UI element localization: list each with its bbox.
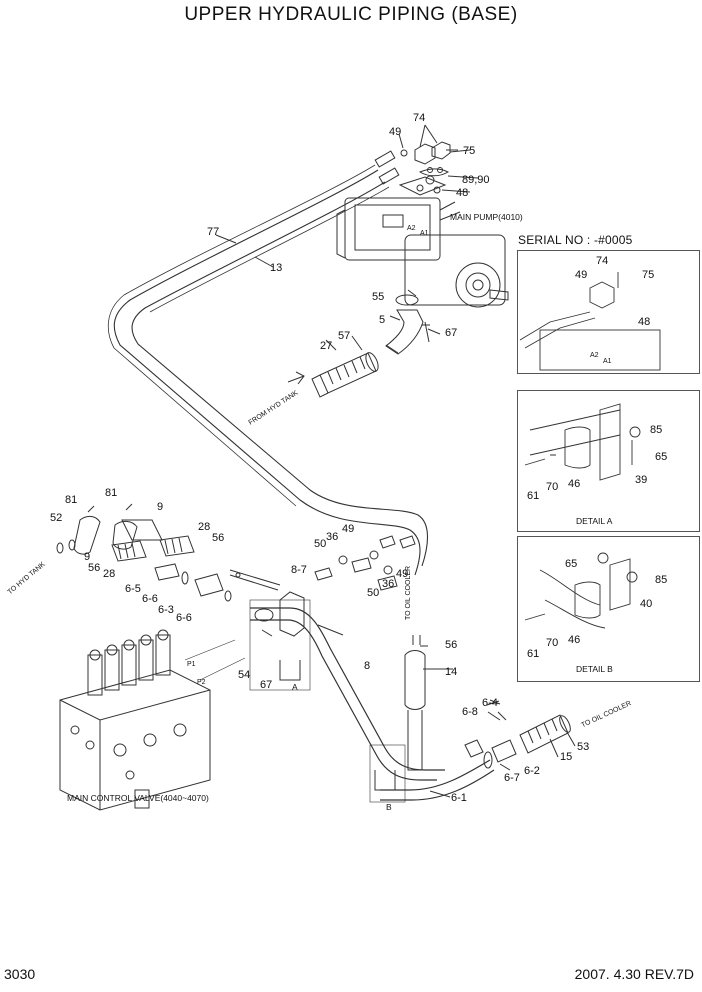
part-label: 61 <box>527 490 540 502</box>
part-label: 57 <box>338 330 351 342</box>
part-label: 6-2 <box>524 765 540 777</box>
part-label: 75 <box>642 269 655 281</box>
detail-b-frame <box>517 536 700 682</box>
part-label: 6-8 <box>462 706 478 718</box>
part-label: 28 <box>198 521 211 533</box>
part-label: 15 <box>560 751 573 763</box>
part-label: 50 <box>367 587 380 599</box>
part-label: 8 <box>364 660 371 672</box>
part-label: 81 <box>105 487 118 499</box>
port-p2-label: P2 <box>197 679 206 686</box>
inset-port-a1-label: A1 <box>603 358 612 365</box>
part-label: 5 <box>379 314 386 326</box>
part-label: 48 <box>638 316 651 328</box>
part-label: 6-5 <box>125 583 141 595</box>
port-a2-label: A2 <box>407 225 416 232</box>
part-label: 56 <box>445 639 458 651</box>
part-label: 6-6 <box>142 593 158 605</box>
part-label: 56 <box>212 532 225 544</box>
part-label: 81 <box>65 494 78 506</box>
part-label: 28 <box>103 568 116 580</box>
part-label: 27 <box>320 340 333 352</box>
part-label: 6-7 <box>504 772 520 784</box>
part-label: 49 <box>342 523 355 535</box>
part-label: 67 <box>445 327 458 339</box>
part-label: 39 <box>635 474 648 486</box>
part-label: 36 <box>326 531 339 543</box>
part-label: 9 <box>157 501 164 513</box>
part-label: 56 <box>88 562 101 574</box>
part-label: 67 <box>260 679 273 691</box>
part-label: 6-3 <box>158 604 174 616</box>
part-label: 49 <box>396 568 409 580</box>
ref-a-label: A <box>292 682 298 692</box>
serial-inset-frame <box>517 250 700 374</box>
part-label: 75 <box>463 145 476 157</box>
part-label: 9 <box>84 551 91 563</box>
part-label: 40 <box>640 598 653 610</box>
part-label: 46 <box>568 634 581 646</box>
part-label: 8-7 <box>291 564 307 576</box>
part-label: 54 <box>238 669 251 681</box>
part-label: 89,90 <box>462 174 490 186</box>
serial-number: SERIAL NO : -#0005 <box>518 233 633 247</box>
part-label: 49 <box>389 126 402 138</box>
part-label: 65 <box>655 451 668 463</box>
part-label: 74 <box>413 112 426 124</box>
main-control-valve-caption: MAIN CONTROL VALVE(4040~4070) <box>67 793 209 803</box>
ref-b-label: B <box>386 802 392 812</box>
part-label: 49 <box>575 269 588 281</box>
part-label: 46 <box>568 478 581 490</box>
part-label: 14 <box>445 666 458 678</box>
part-label: 6-6 <box>176 612 192 624</box>
detail-b-caption: DETAIL B <box>576 664 613 674</box>
part-label: 36 <box>382 578 395 590</box>
part-label: 61 <box>527 648 540 660</box>
part-label: 70 <box>546 481 559 493</box>
part-label: 6-1 <box>451 792 467 804</box>
part-label: 50 <box>314 538 327 550</box>
detail-a-caption: DETAIL A <box>576 516 613 526</box>
part-label: 70 <box>546 637 559 649</box>
part-label: 53 <box>577 741 590 753</box>
revision-date: 2007. 4.30 REV.7D <box>574 966 694 982</box>
part-label: 48 <box>456 187 469 199</box>
part-label: 65 <box>565 558 578 570</box>
part-label: 85 <box>650 424 663 436</box>
part-label: 55 <box>372 291 385 303</box>
main-pump-caption: MAIN PUMP(4010) <box>450 212 523 222</box>
part-label: 85 <box>655 574 668 586</box>
port-p1-label: P1 <box>187 661 196 668</box>
part-label: 13 <box>270 262 283 274</box>
part-label: 6-4 <box>482 697 498 709</box>
port-a1-label: A1 <box>420 230 429 237</box>
inset-port-a2-label: A2 <box>590 352 599 359</box>
page-title: UPPER HYDRAULIC PIPING (BASE) <box>184 4 518 25</box>
detail-a-frame <box>517 390 700 532</box>
page-number: 3030 <box>4 966 36 982</box>
part-label: 74 <box>596 255 609 267</box>
part-label: 52 <box>50 512 63 524</box>
part-label: 77 <box>207 226 220 238</box>
